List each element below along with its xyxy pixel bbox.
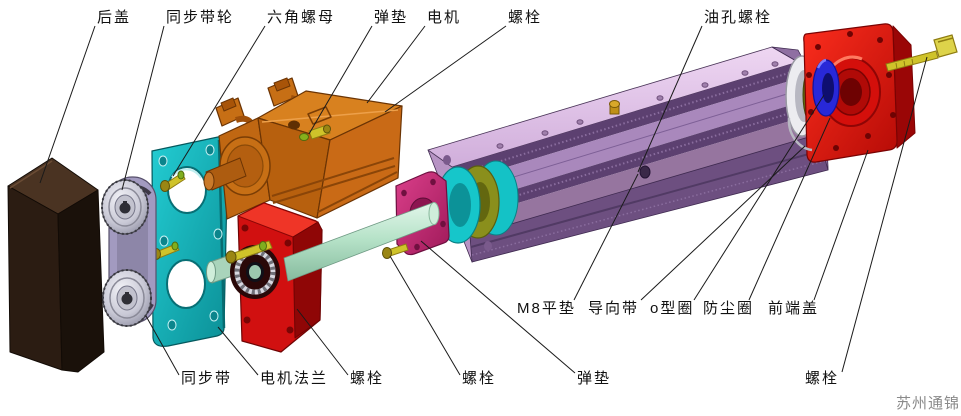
loose-bolt: [382, 243, 409, 259]
flange-bolt-upper: [160, 170, 186, 192]
leader-line-timing-pulley: [121, 25, 165, 191]
part-label-bolt-top: 螺栓: [508, 9, 543, 26]
leader-line-front-end-cap: [813, 149, 869, 301]
part-label-spring-washer-top: 弹垫: [374, 9, 409, 26]
leader-line-bolt-bottom-3: [841, 56, 928, 373]
part-label-rear-cover: 后盖: [97, 9, 132, 26]
rear-cover-shape: [7, 157, 105, 373]
part-label-bolt-bottom-3: 螺栓: [805, 370, 840, 387]
part-label-timing-belt: 同步带: [181, 370, 233, 387]
part-label-bolt-bottom-2: 螺栓: [462, 370, 497, 387]
leader-line-guide-band: [640, 145, 806, 301]
timing-pulley-top: [101, 179, 149, 235]
part-label-oil-hole-bolt: 油孔螺栓: [704, 9, 773, 26]
leader-line-rear-cover: [39, 25, 96, 184]
part-label-bolt-bottom-1: 螺栓: [350, 370, 385, 387]
leader-lines-layer: [39, 25, 928, 376]
part-label-front-end-cap: 前端盖: [768, 300, 820, 317]
part-label-motor-flange: 电机法兰: [260, 370, 329, 387]
leader-line-bolt-bottom-2: [389, 255, 461, 376]
motor-shape: [203, 77, 403, 220]
part-label-dust-seal: 防尘圈: [703, 300, 755, 317]
leader-line-oil-hole-bolt: [637, 25, 703, 173]
piston-rod-shape: [283, 202, 440, 282]
part-label-guide-band: 导向带: [588, 300, 640, 317]
leader-line-motor-flange: [217, 326, 259, 376]
block-bolt: [225, 240, 273, 264]
seal-ring-stack-left: [435, 160, 519, 244]
o-ring-shape: [812, 58, 840, 117]
leader-line-spring-washer-bottom: [420, 240, 576, 374]
bearing-block-shape: [225, 202, 323, 353]
motor-flange-plate-shape: [151, 136, 229, 347]
leader-line-m8-flat-washer: [573, 173, 639, 301]
leader-line-timing-belt: [145, 315, 180, 376]
leader-line-o-ring: [693, 94, 825, 301]
timing-pulley-bottom: [102, 269, 152, 327]
leader-line-bolt-bottom-1: [296, 308, 349, 376]
leader-line-spring-washer-top: [308, 25, 373, 135]
part-label-m8-flat-washer: M8平垫: [517, 300, 576, 317]
leader-line-hex-nut: [172, 25, 266, 177]
motor-top-bolt-washer: [299, 124, 331, 141]
motor-shaft: [203, 157, 247, 191]
leader-line-motor: [366, 25, 426, 104]
front-end-cap-shape: [803, 23, 916, 163]
oil-hole-bolt-shape: [609, 100, 620, 115]
leader-line-bolt-top: [384, 25, 507, 113]
circlip-shape: [787, 117, 813, 152]
part-label-hex-nut: 六角螺母: [267, 9, 336, 26]
leader-line-dust-seal: [748, 117, 831, 301]
part-label-o-ring: o型圈: [650, 300, 695, 317]
watermark: 苏州通锦: [896, 395, 961, 412]
part-label-motor: 电机: [427, 9, 462, 26]
cap-bolt: [885, 34, 958, 72]
oil-port: [639, 165, 651, 179]
part-label-spring-washer-bottom: 弹垫: [577, 370, 612, 387]
part-label-timing-pulley: 同步带轮: [166, 9, 235, 26]
